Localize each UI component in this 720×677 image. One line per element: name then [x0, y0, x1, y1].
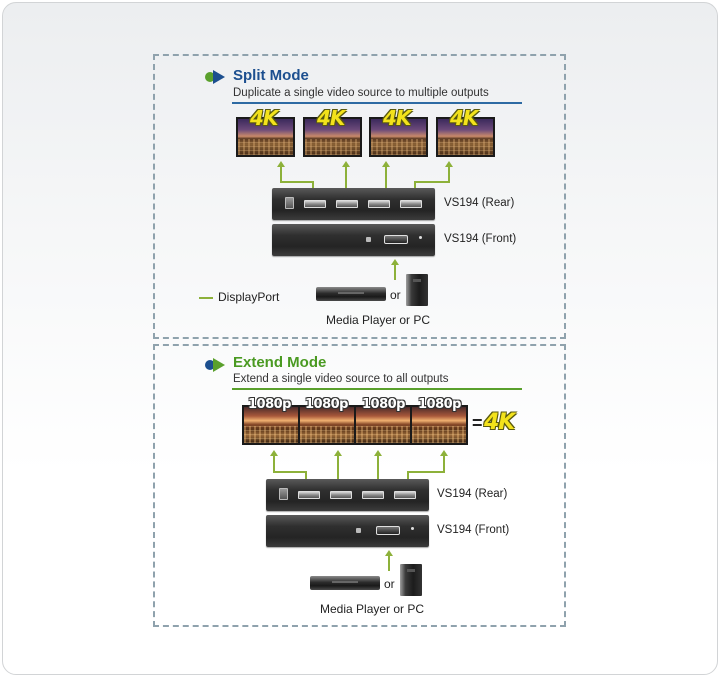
displayport-line-swatch — [199, 297, 213, 299]
extend-vs194-front — [266, 515, 429, 547]
legend-displayport-label: DisplayPort — [218, 290, 280, 304]
split-vs194-front — [272, 224, 435, 256]
split-output-badge-2: 4K — [317, 106, 345, 130]
extend-output-resolution-2: 1080p — [305, 397, 349, 412]
equals-sign: = — [472, 413, 483, 433]
split-input-line — [394, 264, 396, 280]
extend-output-resolution-4: 1080p — [418, 397, 462, 412]
extend-mode-bullet-icon — [205, 358, 227, 372]
split-mode-subtitle: Duplicate a single video source to multi… — [233, 87, 489, 99]
extend-mode-subtitle: Extend a single video source to all outp… — [233, 373, 449, 385]
extend-input-arrow-icon — [385, 550, 393, 556]
split-mode-bullet-icon — [205, 70, 227, 84]
split-output-badge-4: 4K — [450, 106, 478, 130]
extend-mode-panel — [153, 344, 566, 627]
extend-input-line — [388, 555, 390, 571]
displayport-in — [376, 526, 400, 535]
split-mode-panel — [153, 54, 566, 339]
displayport-out-1 — [304, 200, 326, 208]
displayport-out-4 — [394, 491, 416, 499]
extend-combined-4k-badge: 4K — [484, 410, 515, 435]
displayport-in — [384, 235, 408, 244]
extend-output-resolution-3: 1080p — [362, 397, 406, 412]
extend-mode-title: Extend Mode — [233, 354, 327, 371]
led-icon — [419, 236, 422, 239]
power-jack-icon — [279, 488, 288, 500]
split-or-text: or — [390, 288, 401, 302]
extend-mode-divider — [232, 388, 522, 390]
led-icon — [411, 527, 414, 530]
extend-media-player-icon — [310, 576, 380, 590]
split-source-caption: Media Player or PC — [326, 313, 431, 327]
displayport-out-4 — [400, 200, 422, 208]
displayport-out-2 — [336, 200, 358, 208]
extend-vs194-rear — [266, 479, 429, 511]
power-jack-icon — [285, 197, 294, 209]
split-pc-tower-icon — [406, 274, 428, 306]
split-mode-title: Split Mode — [233, 67, 309, 84]
displayport-out-2 — [330, 491, 352, 499]
extend-output-pane-1 — [244, 407, 298, 443]
split-output-monitor-2 — [303, 117, 362, 157]
extend-output-resolution-1: 1080p — [248, 397, 292, 412]
extend-output-pane-4 — [412, 407, 466, 443]
extend-video-wall — [242, 405, 468, 445]
split-output-monitor-3 — [369, 117, 428, 157]
extend-rear-label: VS194 (Rear) — [437, 488, 508, 500]
extend-front-label: VS194 (Front) — [437, 524, 510, 536]
displayport-out-3 — [368, 200, 390, 208]
split-input-arrow-icon — [391, 259, 399, 265]
split-front-label: VS194 (Front) — [444, 233, 517, 245]
split-output-monitor-4 — [436, 117, 495, 157]
switch-icon — [356, 528, 361, 533]
split-media-player-icon — [316, 287, 386, 301]
extend-source-caption: Media Player or PC — [320, 602, 425, 616]
split-vs194-rear — [272, 188, 435, 220]
extend-pc-tower-icon — [400, 564, 422, 596]
split-output-badge-3: 4K — [383, 106, 411, 130]
extend-output-pane-2 — [300, 407, 354, 443]
extend-or-text: or — [384, 577, 395, 591]
extend-output-pane-3 — [356, 407, 410, 443]
split-output-monitor-1 — [236, 117, 295, 157]
displayport-out-1 — [298, 491, 320, 499]
displayport-out-3 — [362, 491, 384, 499]
split-rear-label: VS194 (Rear) — [444, 197, 515, 209]
split-mode-divider — [232, 102, 522, 104]
split-output-badge-1: 4K — [250, 106, 278, 130]
switch-icon — [366, 237, 371, 242]
